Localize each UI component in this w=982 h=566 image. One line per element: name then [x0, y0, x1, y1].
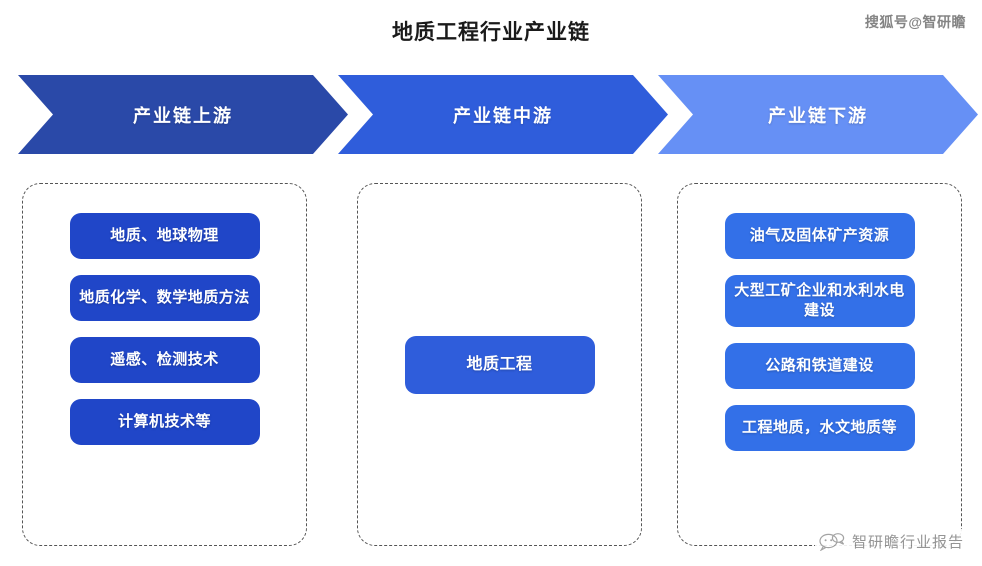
node-downstream-2: 大型工矿企业和水利水电建设	[724, 275, 915, 327]
watermark-top: 搜狐号@智研瞻	[864, 14, 966, 30]
node-upstream-2: 地质化学、数学地质方法	[69, 275, 260, 321]
banner-upstream: 产业链上游	[18, 75, 348, 154]
node-upstream-4: 计算机技术等	[69, 399, 260, 445]
speech-bubble-icon	[819, 532, 845, 551]
banner-downstream: 产业链下游	[658, 75, 978, 154]
node-midstream-1: 地质工程	[404, 335, 595, 394]
banner-midstream: 产业链中游	[338, 75, 668, 154]
node-upstream-3: 遥感、检测技术	[69, 337, 260, 383]
page-title: 地质工程行业产业链	[392, 21, 590, 44]
column-downstream: 油气及固体矿产资源 大型工矿企业和水利水电建设 公路和铁道建设 工程地质，水文地…	[677, 183, 962, 546]
watermark-bottom: 智研瞻行业报告	[814, 529, 968, 554]
column-upstream: 地质、地球物理 地质化学、数学地质方法 遥感、检测技术 计算机技术等	[22, 183, 307, 546]
supply-chain-banner-row: 产业链上游 产业链中游 产业链下游	[0, 75, 982, 154]
column-midstream: 地质工程	[357, 183, 642, 546]
node-downstream-4: 工程地质，水文地质等	[724, 404, 915, 451]
node-upstream-1: 地质、地球物理	[69, 213, 260, 259]
node-downstream-1: 油气及固体矿产资源	[724, 213, 915, 259]
banner-downstream-label: 产业链下游	[768, 105, 868, 126]
watermark-bottom-label: 智研瞻行业报告	[851, 534, 964, 551]
banner-midstream-label: 产业链中游	[453, 105, 553, 126]
node-downstream-3: 公路和铁道建设	[724, 342, 915, 389]
banner-upstream-label: 产业链上游	[133, 105, 233, 126]
